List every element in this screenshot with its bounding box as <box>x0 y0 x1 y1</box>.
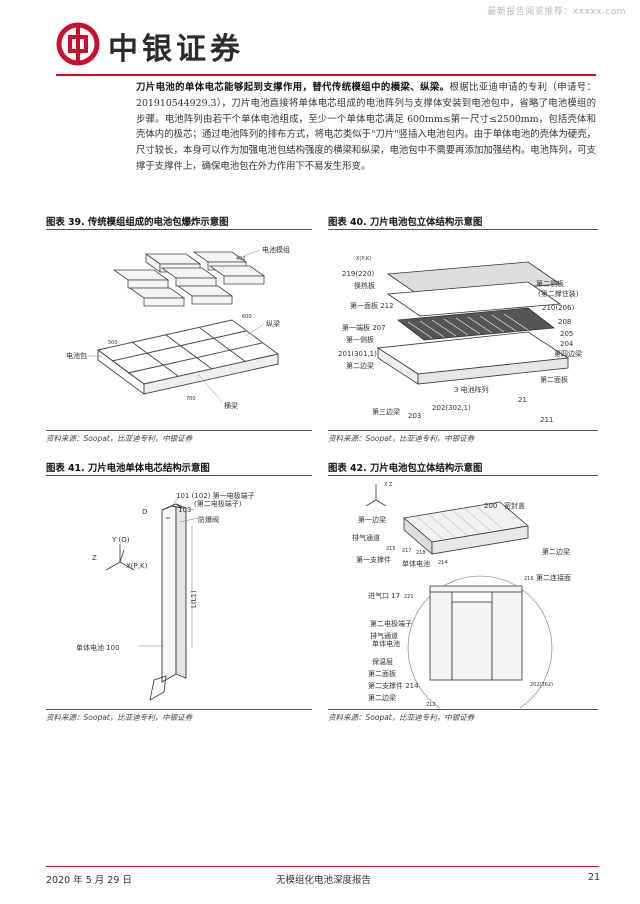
label-215: 215 <box>386 546 396 552</box>
label-202: 202(302) <box>530 682 553 688</box>
label-205: 205 <box>560 330 573 338</box>
label-second-side-plate: 第二侧板 <box>536 279 564 288</box>
label-217: 217 <box>402 548 412 554</box>
label-longitudinal-beam: 纵梁 <box>266 319 280 328</box>
label-203: 203 <box>408 412 421 420</box>
label-216: 216 <box>524 576 534 582</box>
label-second-terminal: (第二电极端子) <box>194 499 242 508</box>
label-crossbeam: 横梁 <box>224 401 238 410</box>
figure-40-rule <box>328 229 598 230</box>
label-second-edge-beam: 第二边梁 <box>346 361 374 370</box>
label-explosion-valve: 防爆阀 <box>198 515 219 524</box>
intro-paragraph: 刀片电池的单体电芯能够起到支撑作用，替代传统模组中的横梁、纵梁。根据比亚迪申请的… <box>136 80 596 175</box>
label-first-edge-beam: 第一边梁 <box>358 515 386 524</box>
label-heat-exchange-plate: 换热板 <box>354 281 375 290</box>
label-second-face-plate: 第二面板 <box>540 375 568 384</box>
figure-41-title: 图表 41. 刀片电池单体电芯结构示意图 <box>46 463 210 474</box>
label-second-face-plate: 第二面板 <box>368 669 396 678</box>
label-500: 500 <box>108 340 118 346</box>
label-219: 219(220) <box>342 270 374 278</box>
label-d: D <box>142 508 147 516</box>
label-single-cell-2: 单体电池 <box>372 639 400 648</box>
label-air-inlet: 进气口 17 <box>368 591 400 600</box>
label-first-support: 第一支撑件 <box>356 555 391 564</box>
header-divider <box>56 74 596 76</box>
label-21: 21 <box>518 396 527 404</box>
figure-39-diagram: 电池模组 400 纵梁 600 电池包 500 横梁 700 <box>66 245 290 410</box>
label-z: Z <box>92 554 97 562</box>
footer-page-number: 21 <box>588 872 601 883</box>
label-221: 221 <box>404 594 414 600</box>
label-battery-array: 3 电池阵列 <box>454 385 489 394</box>
footer-report-title: 无模组化电池深度报告 <box>276 875 372 886</box>
label-212: 212 <box>426 702 436 708</box>
label-second-support: (第二撑住装) <box>538 289 579 298</box>
brand-name: 中银证券 <box>108 32 244 67</box>
label-exhaust-channel: 排气通道 <box>352 533 380 542</box>
label-second-connection-face: 第二连接面 <box>536 573 571 582</box>
label-208: 208 <box>558 318 571 326</box>
label-second-terminal: 第二电极端子 <box>370 619 412 628</box>
label-200: 200 <box>484 502 497 510</box>
label-second-edge-beam: 第二边梁 <box>542 547 570 556</box>
figure-42-rule <box>328 475 598 476</box>
figure-41-bottom-rule <box>46 709 312 710</box>
figure-42-bottom-rule <box>328 709 598 710</box>
label-length: L(L1) <box>190 590 198 608</box>
label-400: 400 <box>236 256 246 262</box>
label-210: 210(206) <box>542 304 574 312</box>
watermark-text: 最新报告阅览推荐：xxxxx.com <box>487 7 626 17</box>
label-battery-module: 电池模组 <box>262 245 290 254</box>
label-x: X(P,K) <box>126 562 148 570</box>
figure-40-title: 图表 40. 刀片电池包立体结构示意图 <box>328 217 483 228</box>
label-axes: X(P,K) <box>356 256 371 262</box>
label-y: Y (Q) <box>111 536 130 544</box>
figure-40-bottom-rule <box>328 430 598 431</box>
page-header: 中银证券 <box>56 22 596 80</box>
label-seal-cover: 密封盖 <box>504 501 525 510</box>
label-third-edge-beam: 第三边梁 <box>372 407 400 416</box>
label-top-axes: X Z <box>384 482 393 488</box>
label-600: 600 <box>242 314 252 320</box>
label-single-cell: 单体电池 <box>402 559 430 568</box>
label-single-cell: 单体电池 100 <box>76 643 120 652</box>
intro-lead: 刀片电池的单体电芯能够起到支撑作用，替代传统模组中的横梁、纵梁。 <box>136 82 450 93</box>
label-218: 218 <box>416 550 426 556</box>
label-first-terminal: 101 (102) 第一电极端子 <box>176 491 255 500</box>
label-exhaust-channel-2: 排气通道 <box>370 631 398 640</box>
figure-42-source: 资料来源：Soopat，比亚迪专利，中银证券 <box>328 713 475 722</box>
label-second-edge-beam-2: 第二边梁 <box>368 693 396 702</box>
label-211: 211 <box>540 416 553 424</box>
label-204: 204 <box>560 340 574 348</box>
figure-39-bottom-rule <box>46 430 312 431</box>
label-fourth-edge-beam: 第四边梁 <box>554 349 582 358</box>
figure-41-rule <box>46 475 312 476</box>
label-second-support: 第二支撑件 214 <box>368 681 419 690</box>
label-first-side-plate: 第一侧板 <box>346 335 374 344</box>
figure-39-title: 图表 39. 传统模组组成的电池包爆炸示意图 <box>46 217 229 228</box>
label-214: 214 <box>438 560 448 566</box>
figure-42-title: 图表 42. 刀片电池包立体结构示意图 <box>328 463 483 474</box>
bank-of-china-logo-icon <box>56 22 100 66</box>
figure-41-diagram: 101 (102) 第一电极端子 (第二电极端子) 103 防爆阀 D Z Y … <box>76 491 255 701</box>
figure-40-diagram: X(P,K) 219(220) 换热板 第二侧板 (第二撑住装) 第一面板 21… <box>338 256 582 424</box>
label-202: 202(302,1) <box>432 404 471 412</box>
footer-date: 2020 年 5 月 29 日 <box>46 875 132 886</box>
footer-divider <box>46 866 599 867</box>
label-201: 201(301,1) <box>338 350 377 358</box>
figure-41-source: 资料来源：Soopat，比亚迪专利，中银证券 <box>46 713 193 722</box>
figure-40-source: 资料来源：Soopat，比亚迪专利，中银证券 <box>328 434 475 443</box>
intro-body: 根据比亚迪申请的专利（申请号：201910544929.3），刀片电池直接将单体… <box>136 82 596 172</box>
label-battery-pack: 电池包 <box>66 351 87 360</box>
label-insulation-layer: 保温层 <box>372 657 393 666</box>
label-103: 103 <box>178 506 191 514</box>
figure-42-diagram: X Z 200 密封盖 第一边梁 排气通道 215 217 218 第一支撑件 … <box>352 482 571 708</box>
label-first-end-plate: 第一端板 207 <box>342 323 386 332</box>
label-first-face-plate: 第一面板 212 <box>350 301 394 310</box>
figure-39-rule <box>46 229 312 230</box>
figure-39-source: 资料来源：Soopat，比亚迪专利，中银证券 <box>46 434 193 443</box>
label-700: 700 <box>186 396 196 402</box>
